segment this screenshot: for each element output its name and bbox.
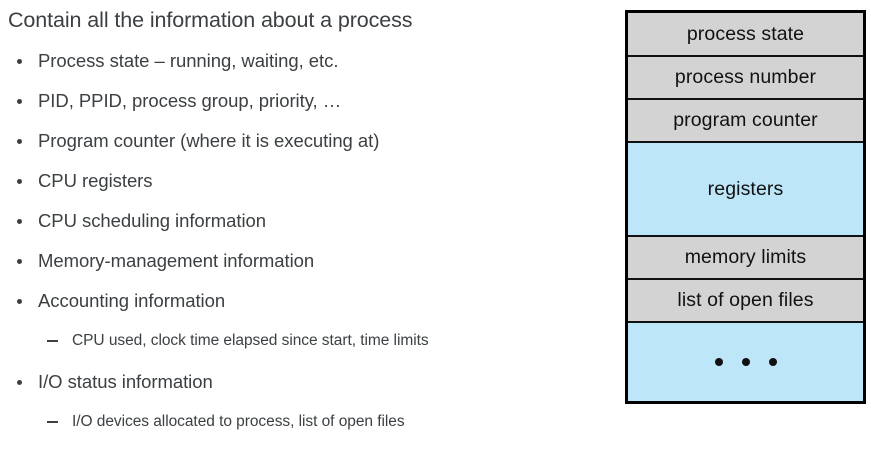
pcb-row-ellipsis — [628, 323, 863, 401]
bullet-dot-icon — [17, 179, 22, 184]
list-item-label: I/O status information — [38, 371, 213, 392]
sub-list-item: I/O devices allocated to process, list o… — [0, 409, 615, 450]
bullet-dot-icon — [17, 99, 22, 104]
pcb-row-program-counter: program counter — [628, 100, 863, 143]
content-pane: Contain all the information about a proc… — [8, 8, 429, 430]
sub-list-item-label: CPU used, clock time elapsed since start… — [72, 332, 429, 349]
pcb-row-label: process state — [686, 22, 805, 45]
bullet-dot-icon — [17, 299, 22, 304]
pcb-row-registers: registers — [628, 143, 863, 237]
dash-icon — [47, 340, 58, 342]
pcb-row-process-state: process state — [628, 13, 863, 57]
list-item-label: Accounting information — [38, 290, 226, 311]
list-item-label: PID, PPID, process group, priority, … — [38, 90, 342, 111]
pcb-row-label: registers — [707, 177, 784, 200]
ellipsis-icon — [714, 358, 777, 366]
pcb-diagram: process state process number program cou… — [625, 10, 866, 404]
list-item: PID, PPID, process group, priority, … — [0, 88, 615, 128]
page-title: Contain all the information about a proc… — [8, 8, 413, 32]
list-item: I/O status information — [0, 369, 615, 409]
list-item: CPU scheduling information — [0, 208, 615, 248]
bullet-dot-icon — [17, 219, 22, 224]
list-item-label: CPU scheduling information — [38, 210, 267, 231]
pcb-row-label: process number — [674, 66, 817, 88]
list-item-label: CPU registers — [38, 170, 153, 191]
bullet-dot-icon — [17, 139, 22, 144]
bullet-dot-icon — [17, 259, 22, 264]
pcb-row-process-number: process number — [628, 57, 863, 100]
list-item: Process state – running, waiting, etc. — [0, 48, 615, 88]
dash-icon — [47, 421, 58, 423]
pcb-row-memory-limits: memory limits — [628, 237, 863, 280]
pcb-row-label: memory limits — [684, 246, 807, 268]
list-item-label: Memory-management information — [38, 250, 315, 271]
bullet-dot-icon — [17, 59, 22, 64]
pcb-row-list-of-open-files: list of open files — [628, 280, 863, 323]
list-item: Memory-management information — [0, 248, 615, 288]
bullet-dot-icon — [17, 380, 22, 385]
pcb-row-label: program counter — [673, 109, 818, 131]
list-item-label: Process state – running, waiting, etc. — [38, 50, 339, 71]
bullet-list: Process state – running, waiting, etc. P… — [0, 48, 615, 450]
sub-list-item-label: I/O devices allocated to process, list o… — [72, 413, 405, 430]
sub-list-item: CPU used, clock time elapsed since start… — [0, 328, 615, 369]
pcb-row-label: list of open files — [677, 289, 814, 311]
list-item: Accounting information — [0, 288, 615, 328]
list-item: CPU registers — [0, 168, 615, 208]
list-item-label: Program counter (where it is executing a… — [38, 130, 380, 151]
list-item: Program counter (where it is executing a… — [0, 128, 615, 168]
